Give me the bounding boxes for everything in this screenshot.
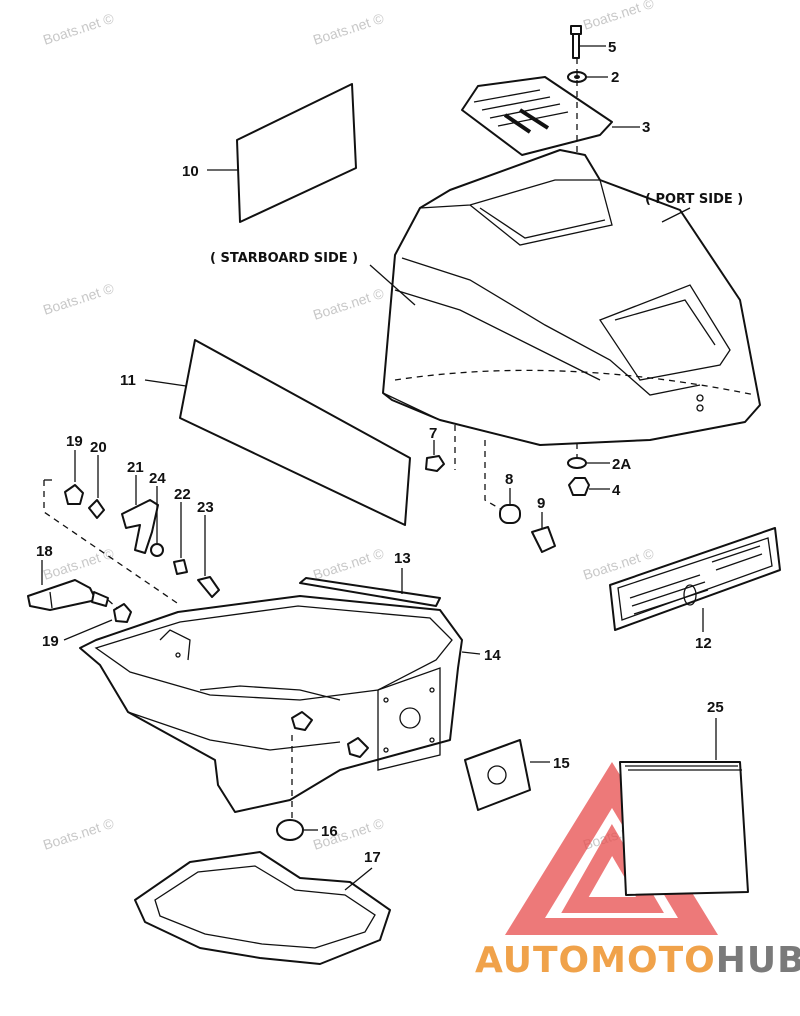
starboard-side-label: ( STARBOARD SIDE ) [210, 251, 358, 266]
callout-4: 4 [612, 482, 621, 499]
brand-part2: MOTO [590, 940, 716, 981]
callout-5: 5 [608, 39, 616, 56]
part-washer-2 [567, 71, 608, 83]
watermark: Boats.net © [581, 0, 656, 33]
brand-wordmark: AUTOMOTOHUB [475, 940, 800, 981]
watermark: Boats.net © [41, 815, 116, 853]
callout-12: 12 [695, 635, 712, 652]
part-nut-19b [63, 603, 132, 641]
callout-19: 19 [66, 433, 83, 450]
part-screw-9 [531, 512, 556, 553]
part-bolt-5 [570, 25, 606, 59]
part-plate-15 [464, 739, 550, 811]
callout-24: 24 [149, 470, 166, 487]
callout-23: 23 [197, 499, 214, 516]
callout-13: 13 [394, 550, 411, 567]
callout-2A: 2A [612, 456, 631, 473]
part-manual-25 [619, 718, 749, 896]
callout-labels: 5 2 3 10 11 7 2A 4 8 9 19 20 21 24 22 23… [36, 39, 724, 866]
part-nut-4 [568, 477, 610, 496]
watermark: Boats.net © [311, 545, 386, 583]
port-side-label: ( PORT SIDE ) [645, 192, 743, 207]
part-grommet-16 [276, 735, 318, 841]
watermark: Boats.net © [311, 10, 386, 48]
callout-25: 25 [707, 699, 724, 716]
part-bottom-cowl-14 [79, 595, 481, 813]
callout-9: 9 [537, 495, 545, 512]
part-decal-11 [144, 339, 411, 526]
watermark: Boats.net © [41, 10, 116, 48]
watermark: Boats.net © [41, 280, 116, 318]
callout-18: 18 [36, 543, 53, 560]
callout-17: 17 [364, 849, 381, 866]
callout-15: 15 [553, 755, 570, 772]
part-seal-13 [299, 568, 441, 607]
callout-11: 11 [120, 372, 136, 389]
callout-16: 16 [321, 823, 338, 840]
brand-part3: HUB [716, 940, 800, 981]
callout-14: 14 [484, 647, 501, 664]
callout-7: 7 [429, 425, 437, 442]
part-top-cowl [369, 149, 761, 446]
part-nut-7 [425, 425, 456, 472]
latch-hardware [43, 450, 220, 606]
part-decal-10 [207, 83, 357, 223]
callout-22: 22 [174, 486, 191, 503]
watermark: Boats.net © [311, 285, 386, 323]
callout-2: 2 [611, 69, 619, 86]
callout-3: 3 [642, 119, 650, 136]
part-vent-grille-3 [461, 76, 640, 156]
callout-19-lower: 19 [42, 633, 59, 650]
part-washer-2A [567, 457, 610, 469]
callout-20: 20 [90, 439, 107, 456]
part-gasket-17 [134, 851, 391, 965]
brand-part1: AUTO [475, 940, 590, 981]
part-latch-handle-18 [27, 560, 126, 616]
callout-8: 8 [505, 471, 513, 488]
callout-10: 10 [182, 163, 199, 180]
callout-21: 21 [127, 459, 144, 476]
part-spacer-8 [484, 440, 521, 524]
part-warning-label-12 [609, 527, 781, 632]
